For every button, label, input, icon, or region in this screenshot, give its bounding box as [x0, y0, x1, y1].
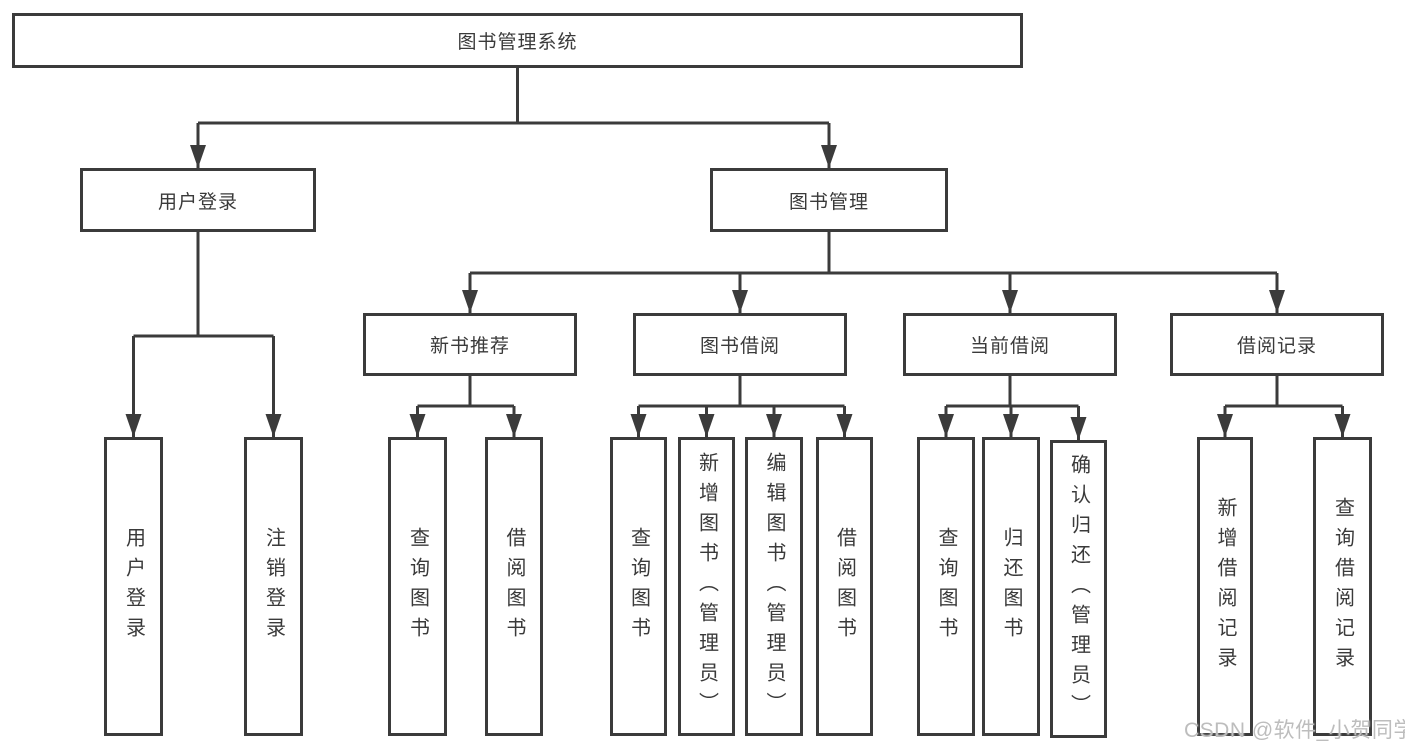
node-new-book-recommend: 新书推荐: [363, 313, 577, 376]
leaf-query-books-current: 查询图书: [917, 437, 975, 736]
leaf-add-borrow-record: 新增借阅记录: [1197, 437, 1253, 736]
leaf-label: 新增借阅记录: [1214, 496, 1236, 677]
leaf-label: 查询借阅记录: [1331, 496, 1354, 677]
leaf-label: 借阅图书: [833, 526, 856, 647]
node-current-borrow: 当前借阅: [903, 313, 1117, 376]
leaf-label: 确认归还（管理员）: [1067, 454, 1090, 724]
node-borrow-records: 借阅记录: [1170, 313, 1384, 376]
leaf-confirm-return-admin: 确认归还（管理员）: [1050, 440, 1107, 738]
leaf-borrow-books: 借阅图书: [816, 437, 873, 736]
leaf-query-borrow-record: 查询借阅记录: [1313, 437, 1372, 736]
node-user-login: 用户登录: [80, 168, 316, 232]
leaf-label: 新增图书（管理员）: [695, 451, 718, 722]
leaf-label: 编辑图书（管理员）: [763, 451, 785, 722]
leaf-label: 借阅图书: [503, 526, 525, 647]
leaf-label: 注销登录: [262, 526, 285, 647]
leaf-return-book: 归还图书: [982, 437, 1040, 736]
leaf-borrow-books-recommend: 借阅图书: [485, 437, 543, 736]
leaf-label: 查询图书: [627, 526, 650, 647]
node-book-borrow: 图书借阅: [633, 313, 847, 376]
leaf-label: 用户登录: [122, 526, 145, 647]
leaf-query-books-recommend: 查询图书: [388, 437, 447, 736]
leaf-label: 查询图书: [406, 526, 429, 647]
leaf-query-books-borrow: 查询图书: [610, 437, 667, 736]
node-root-library-system: 图书管理系统: [12, 13, 1023, 68]
node-book-management: 图书管理: [710, 168, 948, 232]
csdn-watermark: CSDN @软件_小贺同学: [1184, 719, 1405, 742]
leaf-edit-book-admin: 编辑图书（管理员）: [745, 437, 803, 736]
leaf-logout: 注销登录: [244, 437, 303, 736]
leaf-label: 归还图书: [1000, 526, 1022, 647]
leaf-add-book-admin: 新增图书（管理员）: [678, 437, 735, 736]
leaf-user-login: 用户登录: [104, 437, 163, 736]
leaf-label: 查询图书: [935, 526, 957, 647]
